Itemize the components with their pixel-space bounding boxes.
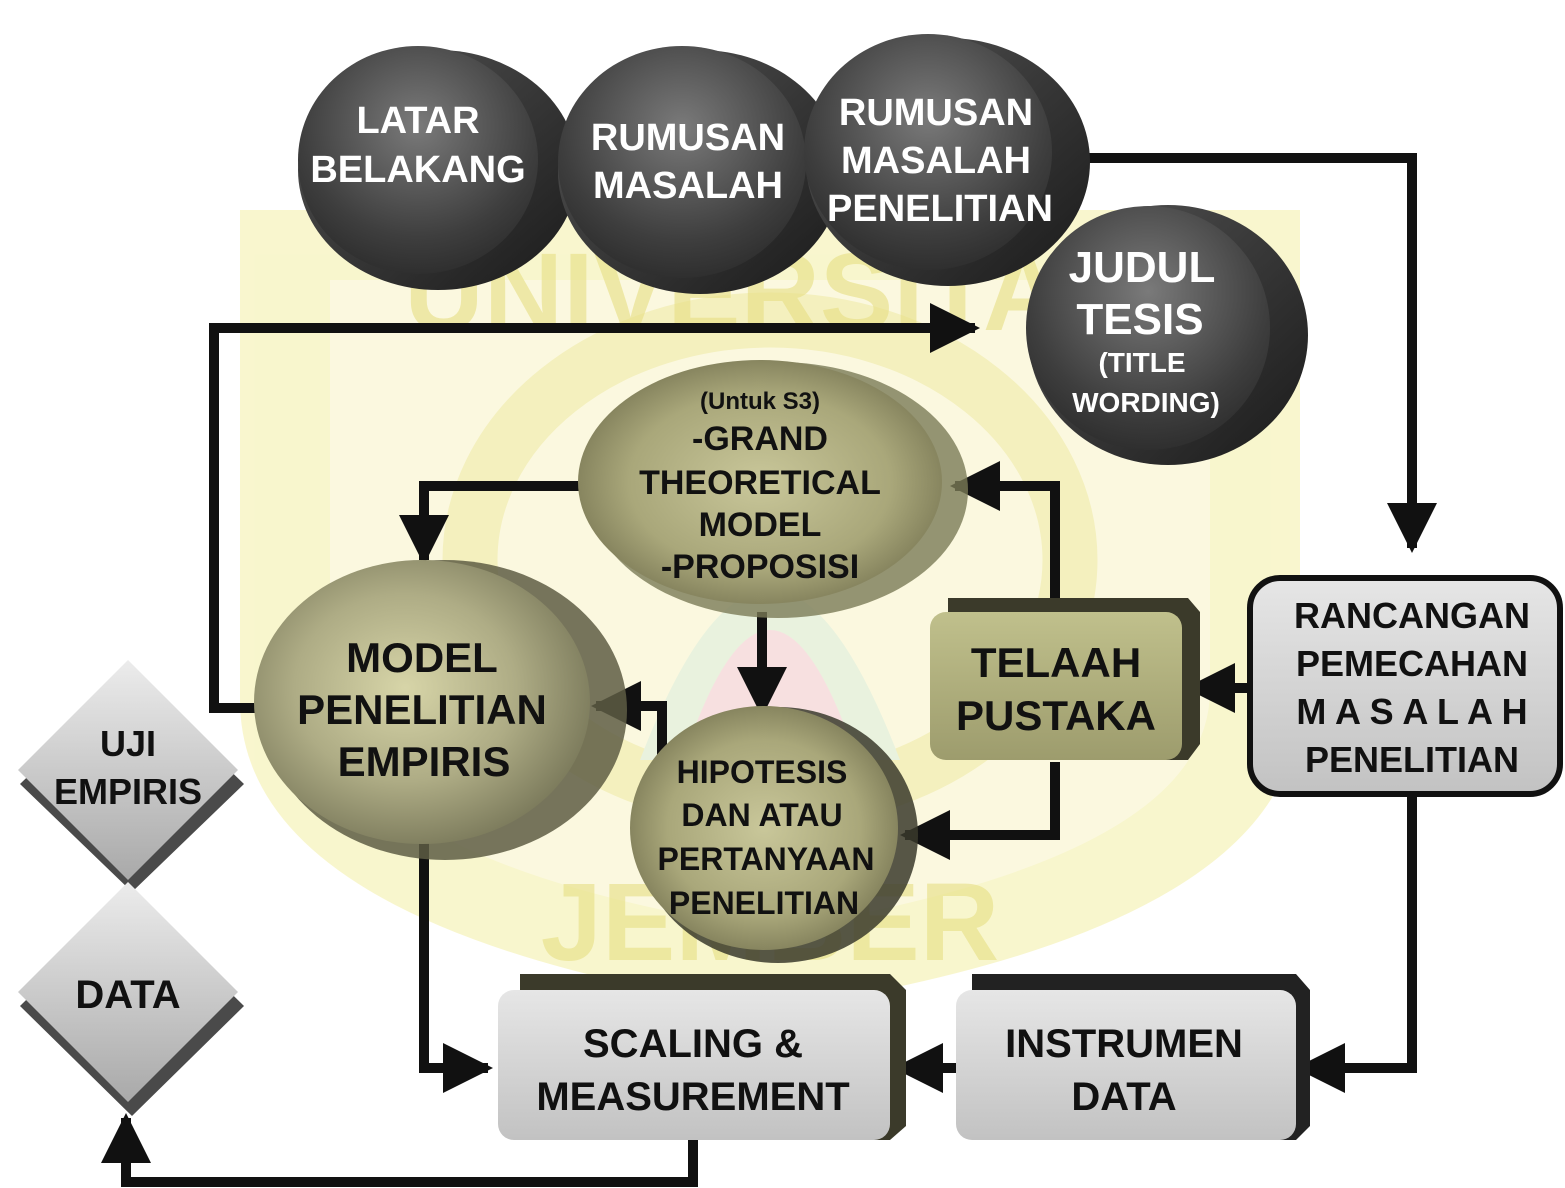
judul-line1: JUDUL [1069, 243, 1216, 292]
hipotesis-line4: PENELITIAN [669, 885, 859, 921]
latar-line1: LATAR [356, 100, 479, 142]
arrow-telaah-to-hipotesis [900, 762, 1060, 860]
arrow-telaah-to-grand [950, 461, 1060, 598]
rancangan-line2: PEMECAHAN [1296, 643, 1528, 684]
model-line2: PENELITIAN [297, 686, 547, 733]
instrumen-line2: DATA [1071, 1075, 1176, 1119]
arrow-scaling-to-data [101, 1113, 698, 1187]
node-rumusan-masalah: RUMUSAN MASALAH [558, 46, 842, 294]
grand-line5: -PROPOSISI [661, 548, 859, 586]
node-model-penelitian: MODEL PENELITIAN EMPIRIS [254, 560, 627, 860]
rancangan-line4: PENELITIAN [1305, 739, 1519, 780]
arrow-rumusan-to-rancangan [1075, 153, 1437, 553]
rumusan-line2: MASALAH [593, 165, 783, 207]
grand-line4: MODEL [699, 506, 822, 544]
model-line3: EMPIRIS [338, 738, 511, 785]
latar-line2: BELAKANG [310, 149, 525, 191]
data-line1: DATA [75, 973, 180, 1017]
rmp-line1: RUMUSAN [839, 92, 1033, 134]
arrow-grand-to-model [399, 481, 582, 565]
scaling-line2: MEASUREMENT [536, 1075, 849, 1119]
node-scaling: SCALING & MEASUREMENT [498, 974, 906, 1140]
grand-line3: THEORETICAL [639, 464, 881, 502]
instrumen-line1: INSTRUMEN [1005, 1022, 1243, 1066]
node-uji-empiris: UJI EMPIRIS [18, 660, 244, 892]
arrow-model-to-judul [209, 303, 980, 713]
node-judul-tesis: JUDUL TESIS (TITLE WORDING) [1026, 205, 1308, 465]
rmp-line2: MASALAH [841, 140, 1031, 182]
telaah-line2: PUSTAKA [956, 692, 1156, 739]
arrow-rancangan-to-instrumen [1295, 796, 1417, 1093]
node-data: DATA [18, 882, 244, 1116]
model-line1: MODEL [346, 634, 498, 681]
rancangan-line1: RANCANGAN [1294, 595, 1530, 636]
node-hipotesis: HIPOTESIS DAN ATAU PERTANYAAN PENELITIAN [630, 706, 918, 963]
node-telaah-pustaka: TELAAH PUSTAKA [930, 598, 1200, 760]
rmp-line3: PENELITIAN [827, 188, 1053, 230]
node-grand-theoretical: (Untuk S3) -GRAND THEORETICAL MODEL -PRO… [578, 360, 968, 618]
node-instrumen: INSTRUMEN DATA [956, 974, 1310, 1140]
hipotesis-line3: PERTANYAAN [658, 841, 875, 877]
node-rancangan: RANCANGAN PEMECAHAN M A S A L A H PENELI… [1247, 575, 1563, 797]
telaah-line1: TELAAH [971, 639, 1141, 686]
node-rumusan-masalah-penelitian: RUMUSAN MASALAH PENELITIAN [804, 34, 1090, 286]
grand-line1: (Untuk S3) [700, 388, 820, 415]
judul-line3: (TITLE [1098, 347, 1185, 378]
arrow-model-to-scaling [419, 840, 493, 1093]
node-latar-belakang: LATAR BELAKANG [298, 46, 578, 290]
uji-line2: EMPIRIS [54, 771, 202, 812]
rumusan-line1: RUMUSAN [591, 117, 785, 159]
judul-line2: TESIS [1076, 295, 1203, 344]
grand-line2: -GRAND [692, 420, 828, 458]
hipotesis-line2: DAN ATAU [681, 797, 842, 833]
hipotesis-line1: HIPOTESIS [677, 754, 848, 790]
judul-line4: WORDING) [1072, 387, 1220, 418]
rancangan-line3: M A S A L A H [1296, 691, 1527, 732]
uji-line1: UJI [100, 723, 156, 764]
scaling-line1: SCALING & [583, 1022, 803, 1066]
